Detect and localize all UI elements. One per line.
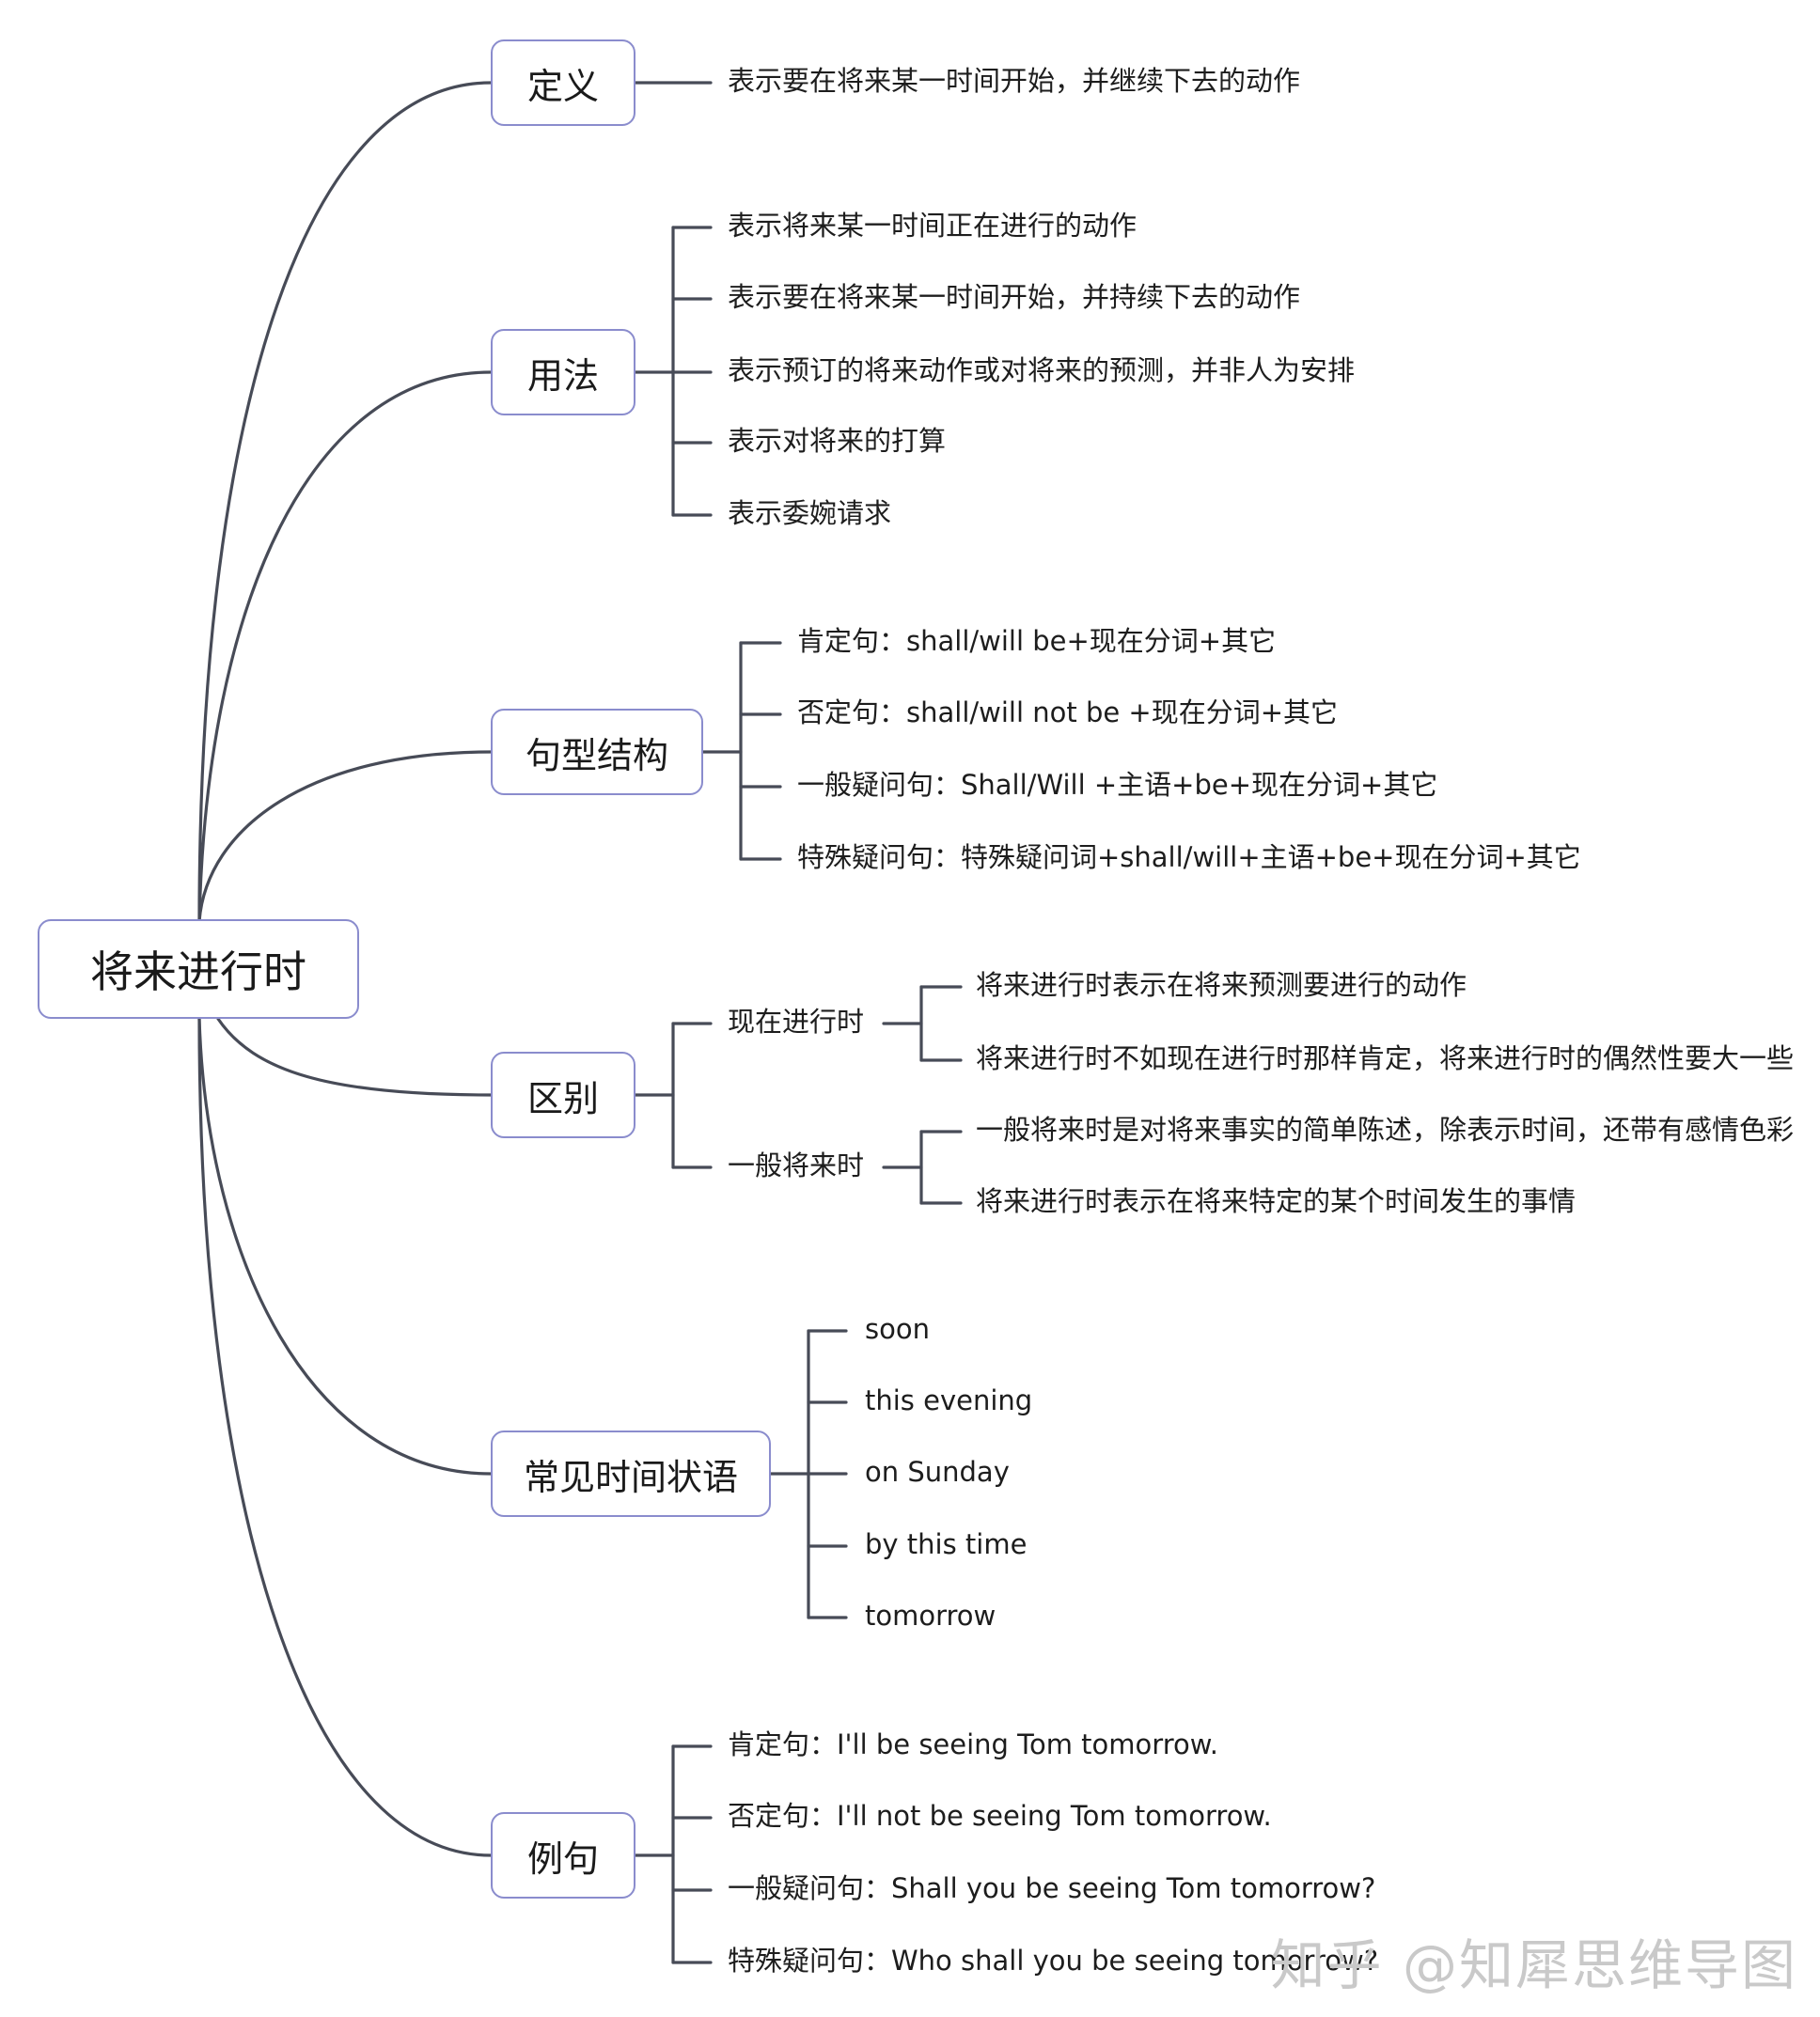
example-item: 否定句：I'll not be seeing Tom tomorrow. (728, 1800, 1272, 1832)
branch-difference-label: 区别 (526, 1077, 599, 1119)
watermark: 知乎 @知犀思维导图 (1270, 1933, 1797, 1997)
branch-structure-label: 句型结构 (525, 734, 668, 776)
branch-examples[interactable]: 例句 (491, 1812, 635, 1899)
structure-item: 肯定句：shall/will be+现在分词+其它 (797, 625, 1277, 657)
branch-usage[interactable]: 用法 (491, 329, 635, 415)
difference-subtopic-simple-future[interactable]: 一般将来时 (728, 1149, 865, 1181)
usage-item: 表示对将来的打算 (728, 425, 947, 457)
branch-definition-label: 定义 (526, 65, 599, 107)
branch-time-adverbials-label: 常见时间状语 (523, 1456, 738, 1498)
time-adverbial-item: by this time (865, 1528, 1028, 1560)
usage-item: 表示预订的将来动作或对将来的预测，并非人为安排 (728, 354, 1356, 386)
branch-usage-label: 用法 (526, 354, 599, 397)
example-item: 特殊疑问句：Who shall you be seeing tomorrow? (728, 1945, 1379, 1977)
difference-item: 将来进行时表示在将来预测要进行的动作 (976, 969, 1467, 1001)
time-adverbial-item: tomorrow (865, 1600, 996, 1632)
root-node[interactable]: 将来进行时 (38, 919, 359, 1019)
difference-item: 一般将来时是对将来事实的简单陈述，除表示时间，还带有感情色彩 (976, 1114, 1795, 1146)
structure-item: 一般疑问句：Shall/Will +主语+be+现在分词+其它 (797, 769, 1438, 801)
difference-subtopic-present-progressive[interactable]: 现在进行时 (728, 1006, 865, 1038)
structure-item: 特殊疑问句：特殊疑问词+shall/will+主语+be+现在分词+其它 (797, 841, 1581, 873)
root-label: 将来进行时 (90, 946, 306, 997)
difference-item: 将来进行时不如现在进行时那样肯定，将来进行时的偶然性要大一些 (976, 1042, 1795, 1074)
definition-item: 表示要在将来某一时间开始，并继续下去的动作 (728, 65, 1301, 97)
time-adverbial-item: soon (865, 1313, 930, 1345)
usage-item: 表示要在将来某一时间开始，并持续下去的动作 (728, 281, 1301, 313)
time-adverbial-item: on Sunday (865, 1456, 1010, 1488)
branch-structure[interactable]: 句型结构 (491, 709, 703, 795)
usage-item: 表示委婉请求 (728, 497, 892, 529)
branch-definition[interactable]: 定义 (491, 39, 635, 126)
branch-time-adverbials[interactable]: 常见时间状语 (491, 1431, 771, 1517)
branch-examples-label: 例句 (526, 1837, 599, 1880)
example-item: 一般疑问句：Shall you be seeing Tom tomorrow? (728, 1872, 1376, 1904)
branch-difference[interactable]: 区别 (491, 1052, 635, 1138)
example-item: 肯定句：I'll be seeing Tom tomorrow. (728, 1728, 1219, 1760)
time-adverbial-item: this evening (865, 1384, 1033, 1416)
difference-item: 将来进行时表示在将来特定的某个时间发生的事情 (976, 1185, 1577, 1217)
usage-item: 表示将来某一时间正在进行的动作 (728, 210, 1138, 242)
structure-item: 否定句：shall/will not be +现在分词+其它 (797, 696, 1339, 728)
